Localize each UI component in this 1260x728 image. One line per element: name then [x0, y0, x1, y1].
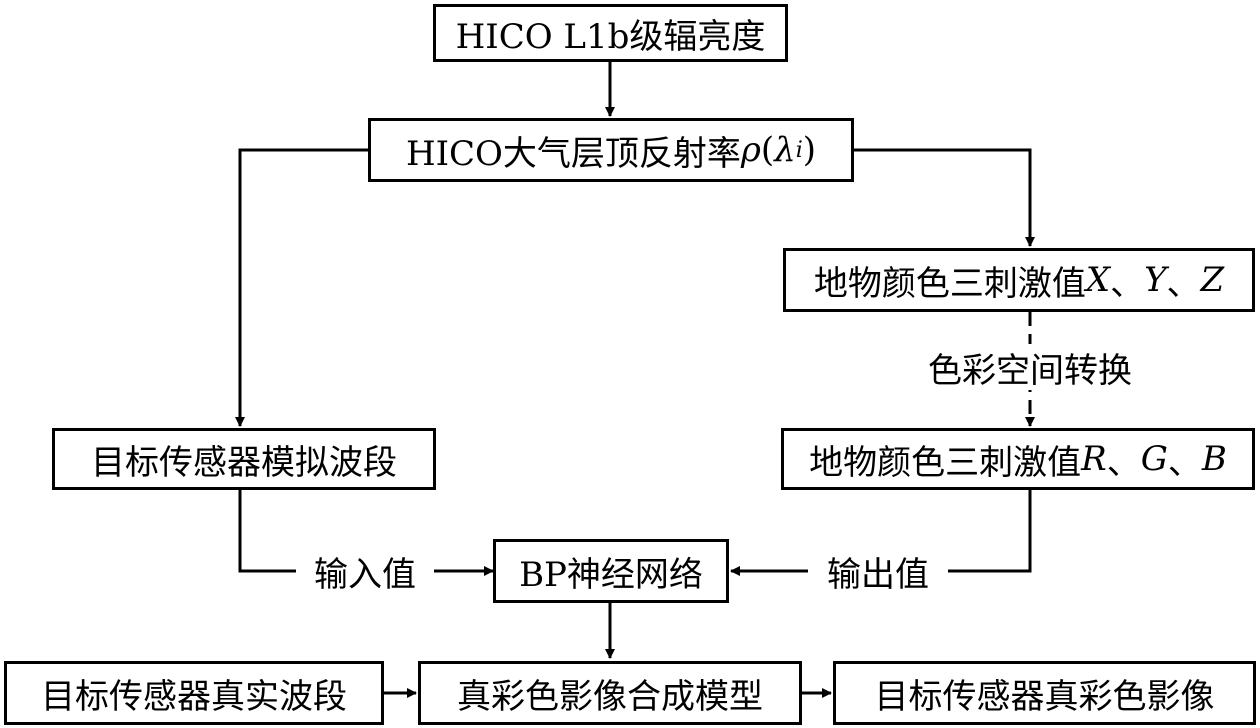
node-target-sensor-real-band: 目标传感器真实波段 [4, 661, 384, 725]
node-true-color-synthesis-model: 真彩色影像合成模型 [418, 661, 802, 725]
node-target-sensor-true-color-image: 目标传感器真彩色影像 [833, 661, 1256, 725]
node-target-sensor-simulated-band: 目标传感器模拟波段 [52, 428, 436, 490]
label-output-value: 输出值 [808, 548, 948, 595]
edge-toa-to-sim [235, 148, 370, 427]
node-hico-l1b-radiance: HICO L1b级辐亮度 [433, 4, 788, 62]
label-color-space-conversion: 色彩空间转换 [908, 344, 1152, 391]
node-bp-neural-network: BP神经网络 [493, 539, 729, 603]
edge-toa-to-xyz [852, 148, 1035, 247]
label-input-value: 输入值 [296, 548, 434, 595]
